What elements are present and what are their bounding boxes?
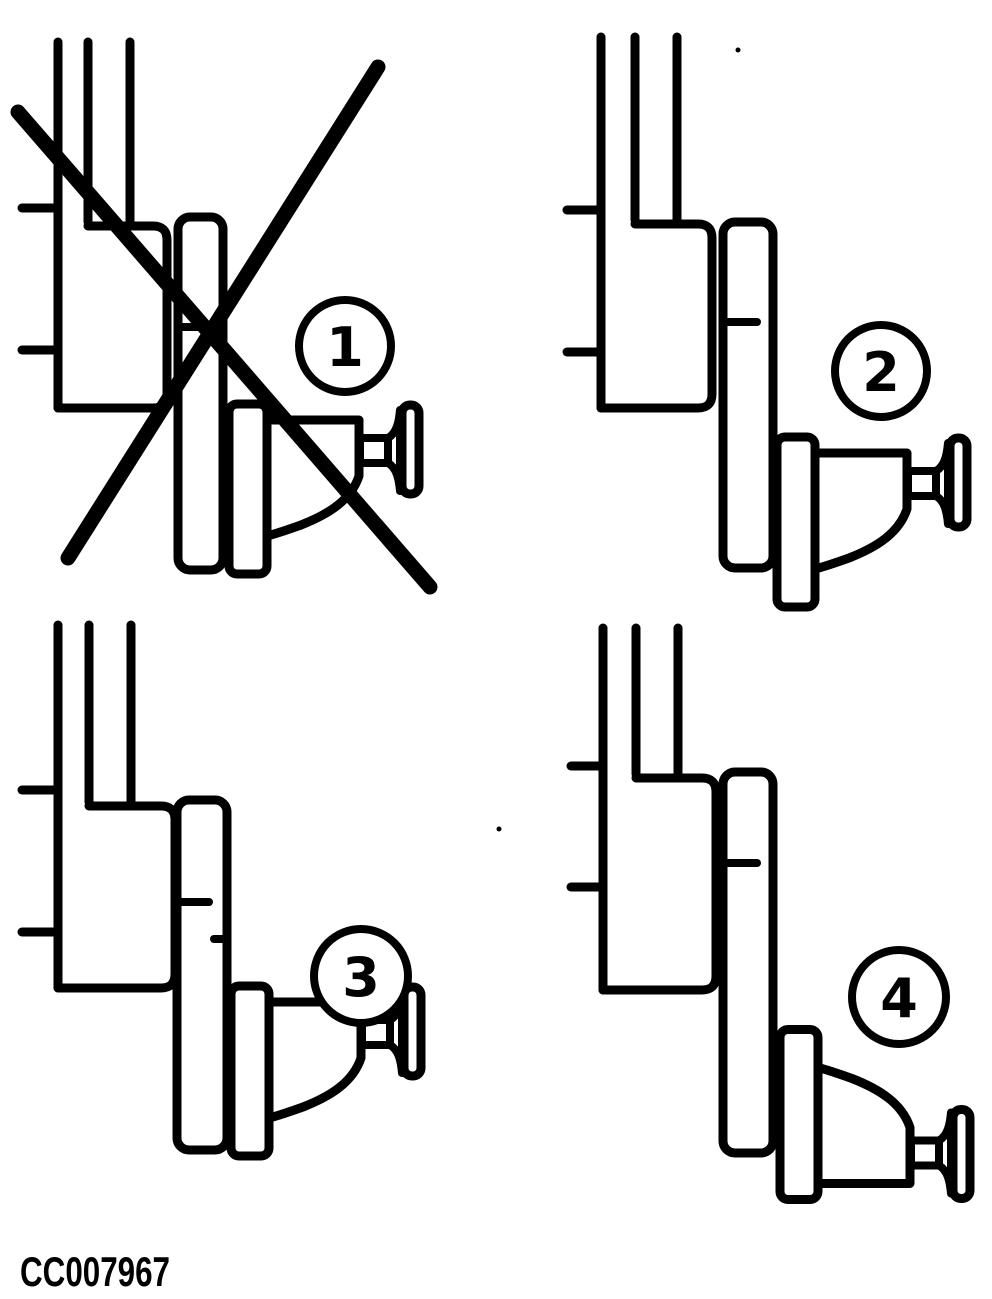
print-speck: [735, 47, 741, 53]
callout-circle: [310, 925, 412, 1027]
callout-number: 1: [326, 316, 364, 379]
callout-number: 2: [862, 341, 900, 404]
panel-1: 1: [10, 37, 438, 595]
pipe-lines: [598, 623, 683, 995]
callout-number: 3: [342, 946, 380, 1009]
x-stroke-backslash: [10, 104, 438, 595]
pipe-lines: [596, 32, 682, 413]
callout-1: 1: [295, 296, 395, 396]
slide-bar: [718, 767, 778, 1158]
bracket-outline: [596, 219, 717, 413]
callout-circle: [295, 296, 395, 396]
callout-3: 3: [310, 925, 412, 1027]
panel-3: 3: [17, 620, 421, 1156]
prohibition-x-icon: [10, 59, 438, 595]
panel-2: 2: [562, 32, 967, 607]
x-stroke-slash: [60, 59, 386, 566]
bracket-outline: [53, 221, 172, 413]
horn-assembly-inverted: [780, 1030, 970, 1200]
panel-4: 4: [496, 623, 971, 1200]
bracket-outline: [53, 801, 180, 993]
slide-bar: [172, 795, 232, 1155]
bracket-outline: [598, 773, 721, 995]
slide-bar: [173, 212, 228, 575]
figure-code: CC007967: [20, 1248, 170, 1295]
callout-4: 4: [848, 946, 950, 1048]
callout-circle: [831, 321, 931, 421]
print-speck: [496, 826, 502, 832]
callout-2: 2: [831, 321, 931, 421]
pipe-lines: [53, 620, 136, 993]
callout-circle: [848, 946, 950, 1048]
horn-assembly: [777, 437, 967, 607]
callout-number: 4: [880, 967, 918, 1030]
slide-bar: [718, 217, 778, 573]
